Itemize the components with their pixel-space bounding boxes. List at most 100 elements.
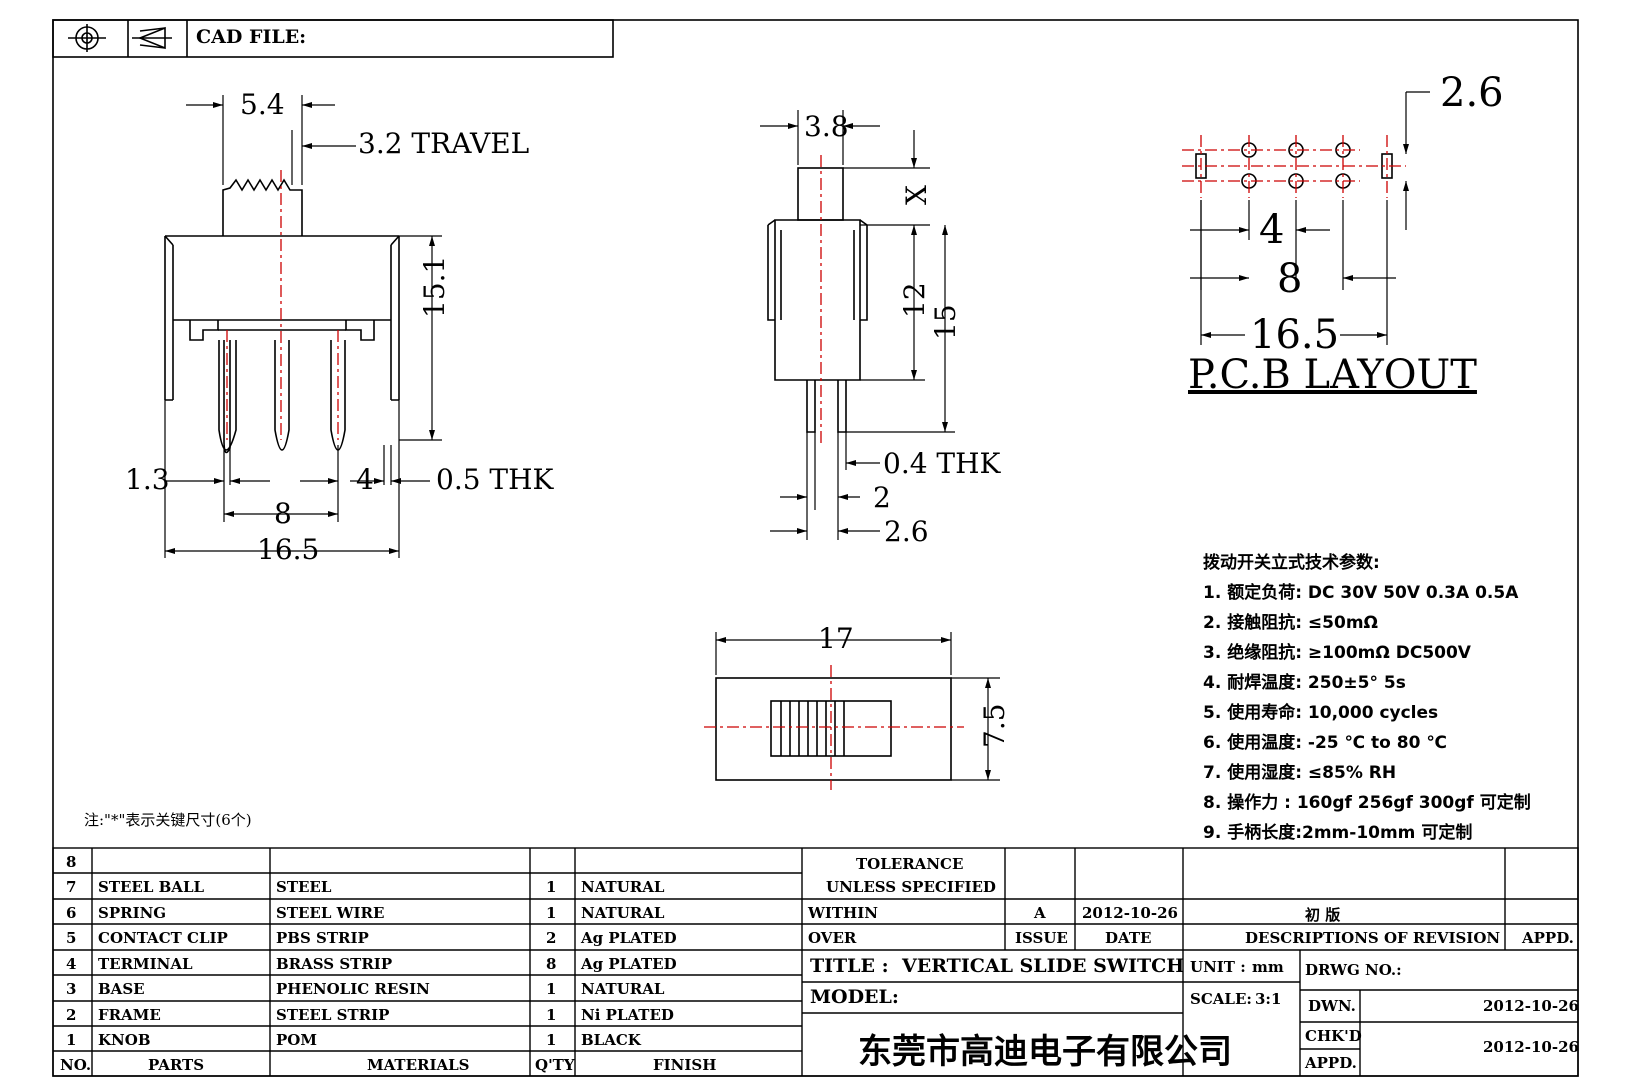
projection-symbol-icon bbox=[68, 24, 172, 52]
issue-value: A bbox=[1034, 904, 1046, 922]
dim-terminal-pitch: 2.6 bbox=[884, 515, 929, 548]
unit-value: mm bbox=[1252, 958, 1284, 976]
bom-part: BASE bbox=[98, 980, 145, 998]
checked-label: CHK'D bbox=[1305, 1027, 1362, 1045]
bom-qty: 1 bbox=[546, 1031, 557, 1049]
side-view-outline bbox=[164, 178, 400, 454]
dim-total-width: 16.5 bbox=[257, 533, 320, 566]
bom-qty: 2 bbox=[546, 929, 557, 947]
spec-item: 9. 手柄长度:2mm-10mm 可定制 bbox=[1203, 823, 1473, 843]
tolerance-label: TOLERANCE bbox=[856, 855, 964, 873]
bom-finish: BLACK bbox=[581, 1031, 641, 1049]
dim-left-offset: 1.3 bbox=[125, 463, 170, 496]
bom-no: 8 bbox=[66, 853, 77, 871]
dim-pitch: 4 bbox=[356, 463, 374, 496]
checked-date: 2012-10-26 bbox=[1483, 1038, 1579, 1056]
bom-qty: 8 bbox=[546, 955, 557, 973]
top-view-outline bbox=[715, 677, 952, 781]
issue-label: ISSUE bbox=[1015, 929, 1068, 947]
bom-material: STEEL bbox=[276, 878, 332, 896]
spec-item: 7. 使用湿度: ≤85% RH bbox=[1203, 763, 1397, 783]
dim-terminal-gap: 2 bbox=[873, 481, 891, 514]
dim-top-width: 7.5 bbox=[978, 703, 1011, 748]
bom-qty: 1 bbox=[546, 980, 557, 998]
dim-x: X bbox=[900, 185, 933, 205]
spec-item: 1. 额定负荷: DC 30V 50V 0.3A 0.5A bbox=[1203, 583, 1519, 603]
dim-knob-width: 5.4 bbox=[240, 88, 285, 121]
bom-finish: NATURAL bbox=[581, 878, 665, 896]
title-label: TITLE : bbox=[810, 955, 889, 977]
title-block-grid bbox=[52, 847, 1579, 1077]
spec-item: 3. 绝缘阻抗: ≥100mΩ DC500V bbox=[1203, 643, 1471, 663]
bom-no: 1 bbox=[66, 1031, 77, 1049]
end-view-outline bbox=[767, 167, 868, 433]
bom-part: KNOB bbox=[98, 1031, 151, 1049]
bom-header-finish: FINISH bbox=[653, 1056, 717, 1074]
bom-no: 3 bbox=[66, 980, 77, 998]
drawing-title: VERTICAL SLIDE SWITCH bbox=[902, 955, 1185, 977]
spec-item: 8. 操作力 : 160gf 256gf 300gf 可定制 bbox=[1203, 793, 1531, 813]
spec-item: 4. 耐焊温度: 250±5° 5s bbox=[1203, 673, 1406, 693]
bom-material: PHENOLIC RESIN bbox=[276, 980, 430, 998]
dim-end-total: 15 bbox=[929, 304, 962, 340]
dim-height: 15.1 bbox=[418, 255, 451, 318]
bom-finish: Ag PLATED bbox=[581, 929, 677, 947]
within-label: WITHIN bbox=[808, 904, 878, 922]
bom-part: TERMINAL bbox=[98, 955, 193, 973]
bom-no: 6 bbox=[66, 904, 77, 922]
unless-specified-label: UNLESS SPECIFIED bbox=[826, 878, 996, 896]
model-label: MODEL: bbox=[810, 986, 899, 1008]
bom-material: STEEL STRIP bbox=[276, 1006, 390, 1024]
scale-value: 3:1 bbox=[1255, 990, 1282, 1008]
bom-part: STEEL BALL bbox=[98, 878, 205, 896]
bom-part: FRAME bbox=[98, 1006, 161, 1024]
cad-file-label: CAD FILE: bbox=[196, 26, 307, 48]
drawn-date: 2012-10-26 bbox=[1483, 997, 1579, 1015]
appd-label: APPD. bbox=[1522, 929, 1574, 947]
centre-lines bbox=[226, 135, 1406, 790]
revision-description: 初 版 bbox=[1305, 906, 1341, 924]
pcb-layout-geometry bbox=[1195, 142, 1393, 189]
bom-qty: 1 bbox=[546, 904, 557, 922]
spec-item: 2. 接触阻抗: ≤50mΩ bbox=[1203, 613, 1378, 633]
dim-span: 8 bbox=[274, 497, 292, 530]
bom-finish: Ag PLATED bbox=[581, 955, 677, 973]
descriptions-label: DESCRIPTIONS OF REVISION bbox=[1245, 929, 1501, 947]
bom-material: STEEL WIRE bbox=[276, 904, 385, 922]
bom-qty: 1 bbox=[546, 1006, 557, 1024]
bom-part: SPRING bbox=[98, 904, 167, 922]
bom-material: POM bbox=[276, 1031, 317, 1049]
spec-title: 拨动开关立式技术参数: bbox=[1203, 553, 1380, 573]
bom-material: BRASS STRIP bbox=[276, 955, 393, 973]
bom-finish: NATURAL bbox=[581, 904, 665, 922]
scale-label: SCALE: bbox=[1190, 990, 1252, 1008]
dim-knob: 3.8 bbox=[804, 110, 849, 143]
drawn-label: DWN. bbox=[1308, 997, 1356, 1015]
key-dimension-note: 注:"*"表示关键尺寸(6个) bbox=[84, 811, 252, 829]
bom-header-parts: PARTS bbox=[148, 1056, 205, 1074]
over-label: OVER bbox=[808, 929, 857, 947]
dim-thickness: 0.5 THK bbox=[436, 463, 554, 496]
bom-finish: Ni PLATED bbox=[581, 1006, 674, 1024]
bom-no: 4 bbox=[66, 955, 77, 973]
bom-no: 2 bbox=[66, 1006, 77, 1024]
pcb-dim-26: 2.6 bbox=[1440, 70, 1504, 116]
unit-label: UNIT : bbox=[1190, 958, 1246, 976]
bom-no: 5 bbox=[66, 929, 77, 947]
dim-body-height: 12 bbox=[898, 282, 931, 318]
approved-label: APPD. bbox=[1305, 1054, 1357, 1072]
header-box bbox=[52, 19, 614, 58]
date-label: DATE bbox=[1105, 929, 1152, 947]
dim-travel: 3.2 TRAVEL bbox=[358, 127, 530, 160]
spec-item: 6. 使用温度: -25 ℃ to 80 ℃ bbox=[1203, 733, 1447, 753]
revision-date: 2012-10-26 bbox=[1082, 904, 1178, 922]
pcb-dim-8: 8 bbox=[1277, 256, 1303, 302]
dimension-lines bbox=[164, 91, 1430, 781]
pcb-dim-165: 16.5 bbox=[1250, 312, 1340, 358]
bom-header-qty: Q'TY bbox=[535, 1056, 575, 1074]
drawing-number-label: DRWG NO.: bbox=[1305, 961, 1402, 979]
bom-header-materials: MATERIALS bbox=[367, 1056, 470, 1074]
bom-material: PBS STRIP bbox=[276, 929, 369, 947]
